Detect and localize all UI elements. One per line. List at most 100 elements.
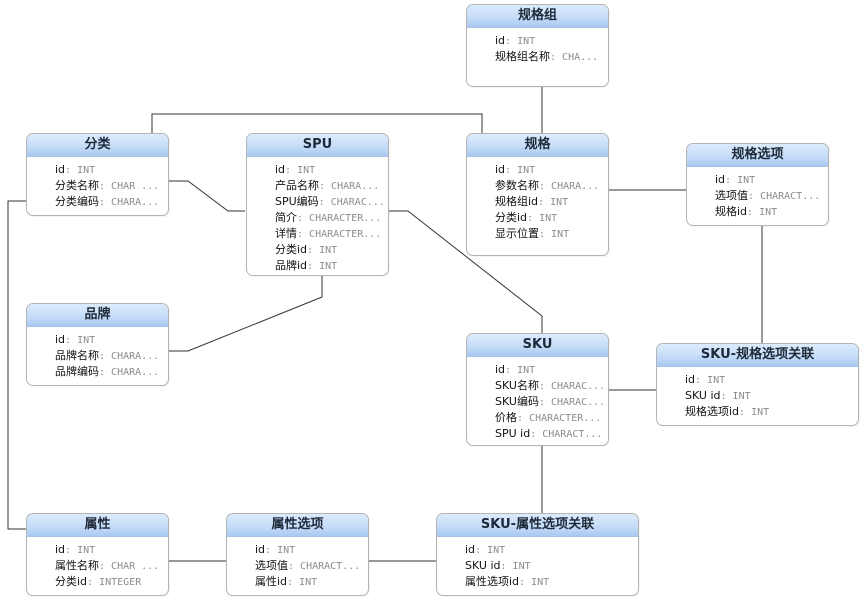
attribute-name: SPU id	[495, 427, 531, 440]
attribute-row: id: INT	[465, 542, 638, 558]
attribute-name: 属性选项id	[465, 575, 520, 588]
attribute-row: 选项值: CHARACT...	[715, 188, 828, 204]
attribute-row: 规格id: INT	[715, 204, 828, 220]
attribute-name: 分类名称	[55, 179, 99, 192]
attribute-row: id: INT	[55, 332, 168, 348]
attribute-row: 分类编码: CHARA...	[55, 194, 168, 210]
attribute-name: 属性名称	[55, 559, 99, 572]
attribute-name: 品牌名称	[55, 349, 99, 362]
attribute-row: 简介: CHARACTER...	[275, 210, 388, 226]
attribute-separator: :	[539, 181, 552, 192]
attribute-row: 属性选项id: INT	[465, 574, 638, 590]
attribute-type: INT	[707, 375, 726, 386]
attribute-type: INT	[77, 165, 96, 176]
attribute-name: id	[715, 173, 726, 186]
attribute-row: 属性id: INT	[255, 574, 368, 590]
attribute-name: id	[495, 163, 506, 176]
attribute-name: 规格id	[715, 205, 748, 218]
entity-title: 规格组	[467, 5, 608, 28]
attribute-separator: :	[550, 52, 563, 63]
attribute-row: 价格: CHARACTER...	[495, 410, 608, 426]
attribute-type: CHAR ...	[111, 181, 160, 192]
attribute-type: CHARAC...	[551, 381, 606, 392]
attribute-name: 详情	[275, 227, 297, 240]
attribute-row: SPU编码: CHARAC...	[275, 194, 388, 210]
attribute-type: INT	[551, 229, 570, 240]
attribute-type: INT	[539, 213, 558, 224]
attribute-row: id: INT	[495, 162, 608, 178]
attribute-name: id	[55, 333, 66, 346]
attribute-separator: :	[265, 545, 278, 556]
attribute-separator: :	[87, 577, 100, 588]
attribute-row: id: INT	[275, 162, 388, 178]
attribute-name: 规格组id	[495, 195, 539, 208]
attribute-type: INT	[517, 365, 536, 376]
attribute-row: 分类名称: CHAR ...	[55, 178, 168, 194]
entity-title: SPU	[247, 134, 388, 157]
attribute-name: 属性id	[255, 575, 288, 588]
attribute-type: INT	[737, 175, 756, 186]
attribute-separator: :	[505, 365, 518, 376]
entity-title: 属性选项	[227, 514, 368, 537]
attribute-row: id: INT	[715, 172, 828, 188]
attribute-separator: :	[538, 397, 551, 408]
attribute-separator: :	[720, 391, 733, 402]
attribute-type: INT	[319, 261, 338, 272]
attribute-row: id: INT	[55, 162, 168, 178]
attribute-separator: :	[307, 245, 320, 256]
attribute-type: CHARACT...	[760, 191, 821, 202]
attribute-separator: :	[65, 335, 78, 346]
attribute-separator: :	[505, 165, 518, 176]
attribute-separator: :	[297, 213, 310, 224]
attribute-name: 品牌id	[275, 259, 308, 272]
attribute-separator: :	[99, 197, 112, 208]
attribute-separator: :	[747, 207, 760, 218]
entity-title: SKU-属性选项关联	[437, 514, 638, 537]
attribute-separator: :	[65, 165, 78, 176]
attribute-row: 详情: CHARACTER...	[275, 226, 388, 242]
attribute-separator: :	[285, 165, 298, 176]
attribute-type: CHARACTER...	[529, 413, 602, 424]
attribute-separator: :	[287, 577, 300, 588]
attribute-separator: :	[739, 407, 752, 418]
entity-title: SKU	[467, 334, 608, 357]
attribute-row: 品牌id: INT	[275, 258, 388, 274]
attribute-row: 品牌编码: CHARA...	[55, 364, 168, 380]
attribute-name: 分类id	[275, 243, 308, 256]
attribute-separator: :	[500, 561, 513, 572]
attribute-type: CHARA...	[551, 181, 600, 192]
attribute-separator: :	[539, 229, 552, 240]
attribute-type: CHARAC...	[551, 397, 606, 408]
attribute-name: SPU编码	[275, 195, 319, 208]
attribute-type: INT	[550, 197, 569, 208]
attribute-row: 参数名称: CHARA...	[495, 178, 608, 194]
attribute-row: 分类id: INTEGER	[55, 574, 168, 590]
attribute-separator: :	[297, 229, 310, 240]
attribute-name: SKU id	[685, 389, 721, 402]
attribute-row: id: INT	[685, 372, 858, 388]
attribute-name: 分类id	[495, 211, 528, 224]
attribute-row: 规格选项id: INT	[685, 404, 858, 420]
attribute-row: 选项值: CHARACT...	[255, 558, 368, 574]
rel-category-spu	[169, 180, 245, 212]
rel-category-attribute	[7, 200, 26, 530]
entity-title: 分类	[27, 134, 168, 157]
attribute-name: 参数名称	[495, 179, 539, 192]
attribute-separator: :	[288, 561, 301, 572]
